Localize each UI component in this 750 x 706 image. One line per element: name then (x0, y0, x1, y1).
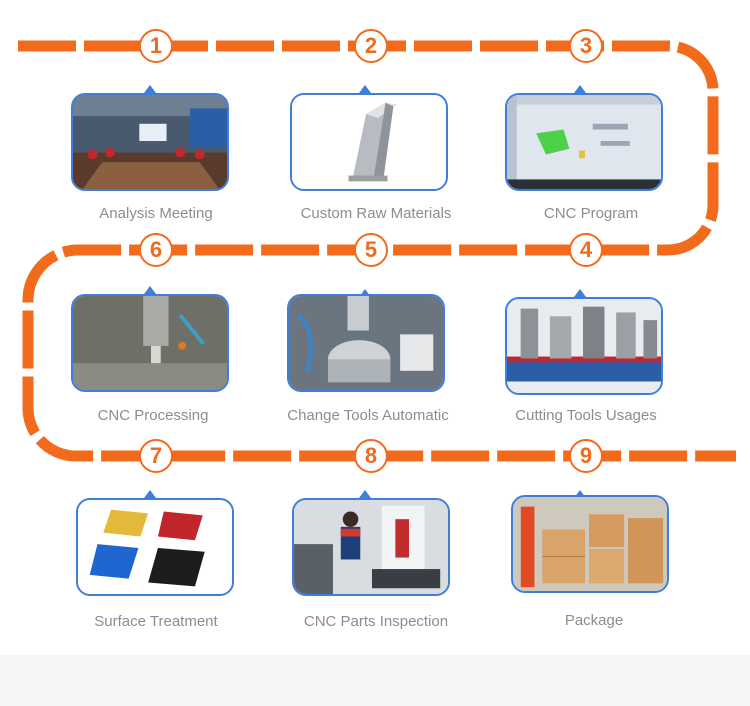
step-2-number-badge: 2 (354, 29, 388, 63)
step-2-caption: Custom Raw Materials (300, 205, 452, 222)
step-5-number-badge: 5 (354, 233, 388, 267)
package-photo (511, 495, 669, 593)
cnc-processing-photo (71, 294, 229, 392)
step-1-caption: Analysis Meeting (99, 205, 213, 222)
step-1-pointer (144, 85, 156, 93)
step-5-caption: Change Tools Automatic (287, 407, 449, 424)
step-1-number-badge: 1 (139, 29, 173, 63)
step-8-pointer (359, 490, 371, 498)
analysis-meeting-photo (71, 93, 229, 191)
parts-inspection-photo (292, 498, 450, 596)
raw-materials-photo (290, 93, 448, 191)
step-9-number-badge: 9 (569, 439, 603, 473)
step-9-caption: Package (564, 612, 624, 629)
change-tools-photo (287, 294, 445, 392)
step-7-pointer (144, 490, 156, 498)
step-8-number-badge: 8 (354, 439, 388, 473)
footer-band (0, 655, 750, 706)
step-6-number-badge: 6 (139, 233, 173, 267)
step-4-pointer (574, 289, 586, 297)
step-3-number-badge: 3 (569, 29, 603, 63)
step-4-caption: Cutting Tools Usages (515, 407, 657, 424)
surface-treatment-photo (76, 498, 234, 596)
cnc-program-photo (505, 93, 663, 191)
step-3-caption: CNC Program (543, 205, 639, 222)
step-9-pointer (574, 490, 586, 498)
step-2-pointer (359, 85, 371, 93)
step-5-pointer (359, 289, 371, 297)
flow-row-1 (18, 40, 736, 462)
step-6-caption: CNC Processing (97, 407, 209, 424)
step-4-number-badge: 4 (569, 233, 603, 267)
step-7-caption: Surface Treatment (94, 613, 218, 630)
step-8-caption: CNC Parts Inspection (303, 613, 449, 630)
step-7-number-badge: 7 (139, 439, 173, 473)
step-3-pointer (574, 85, 586, 93)
cutting-tools-photo (505, 297, 663, 395)
step-6-pointer (144, 286, 156, 294)
